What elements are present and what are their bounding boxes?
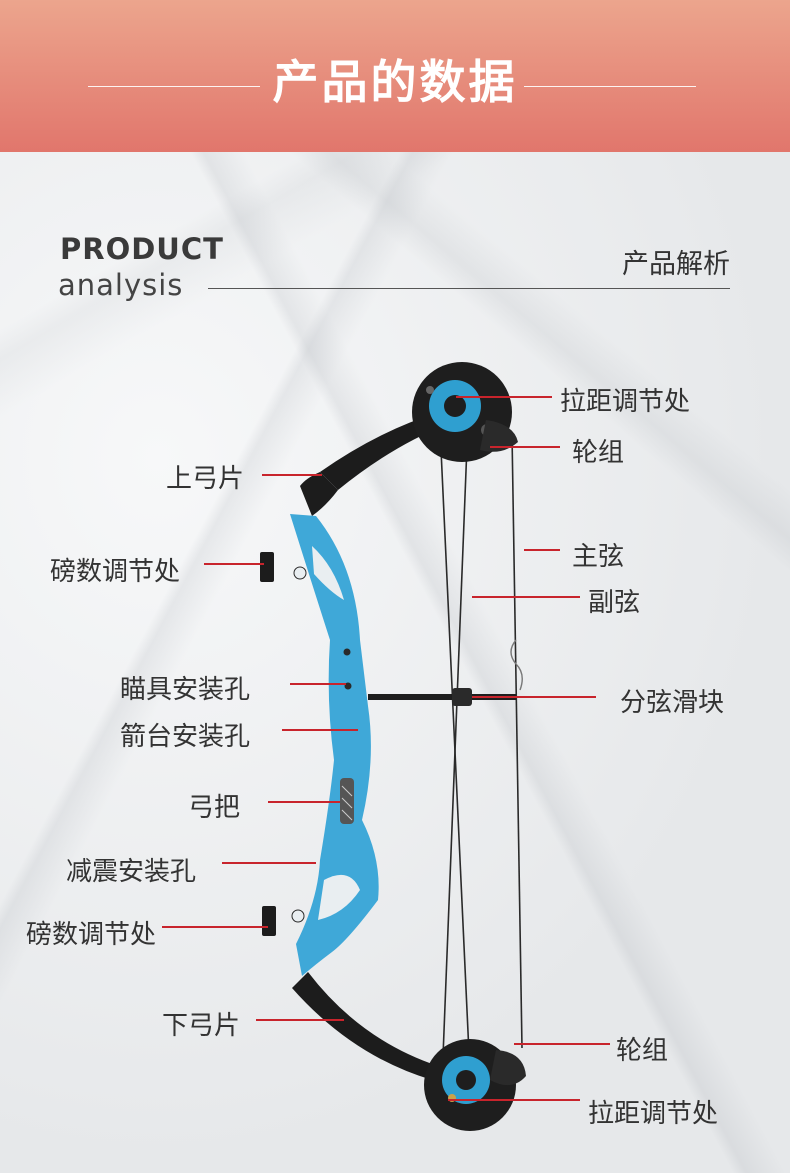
riser-cutout-upper — [312, 546, 344, 600]
heading-chinese: 产品解析 — [622, 249, 730, 280]
cable-slide-block — [452, 688, 472, 706]
upper-cam — [412, 362, 518, 462]
cable-string-2 — [441, 419, 469, 1083]
sight-hole-upper — [343, 648, 351, 656]
label-upper-cam: 轮组 — [572, 438, 625, 468]
upper-limb-base — [300, 472, 338, 516]
main-string — [511, 433, 523, 1049]
banner-rule-left — [88, 86, 260, 87]
banner-title: 产品的数据 — [272, 55, 518, 109]
lower-limb-pocket — [262, 906, 276, 936]
label-upper-draw-adjust: 拉距调节处 — [560, 387, 691, 417]
lower-cam — [424, 1039, 526, 1131]
string-loop — [510, 639, 523, 691]
banner-rule-right — [524, 86, 696, 87]
label-rest-holes: 箭台安装孔 — [120, 722, 251, 752]
label-grip: 弓把 — [188, 793, 241, 823]
riser-cutout-lower — [318, 874, 360, 920]
weight-bolt-hole-upper — [293, 566, 307, 580]
label-cable: 副弦 — [588, 588, 641, 618]
label-main-string: 主弦 — [572, 542, 625, 572]
bow-strings — [439, 419, 523, 1083]
heading-english-line1: PRODUCT — [60, 232, 224, 266]
label-cable-slide: 分弦滑块 — [620, 688, 725, 718]
label-stabilizer-hole: 减震安装孔 — [66, 857, 197, 887]
riser — [290, 514, 379, 976]
label-upper-limb: 上弓片 — [166, 464, 245, 494]
heading-english-line2: analysis — [58, 268, 184, 302]
leader-lines — [162, 396, 610, 1101]
marble-background — [0, 152, 790, 1173]
label-sight-holes: 瞄具安装孔 — [120, 675, 251, 705]
heading-divider — [208, 288, 730, 289]
title-banner: 产品的数据 — [0, 0, 790, 152]
weight-bolt-hole-lower — [291, 909, 305, 923]
grip-carbon-insert — [340, 778, 354, 824]
label-lower-weight-adjust: 磅数调节处 — [26, 920, 157, 950]
upper-limb-pocket — [260, 552, 274, 582]
label-lower-draw-adjust: 拉距调节处 — [588, 1099, 719, 1129]
lower-limb — [292, 972, 438, 1080]
label-lower-cam: 轮组 — [616, 1036, 669, 1066]
label-upper-weight-adjust: 磅数调节处 — [50, 557, 181, 587]
cable-guard-rod — [368, 694, 516, 700]
label-lower-limb: 下弓片 — [162, 1011, 241, 1041]
sight-hole-lower — [344, 682, 352, 690]
